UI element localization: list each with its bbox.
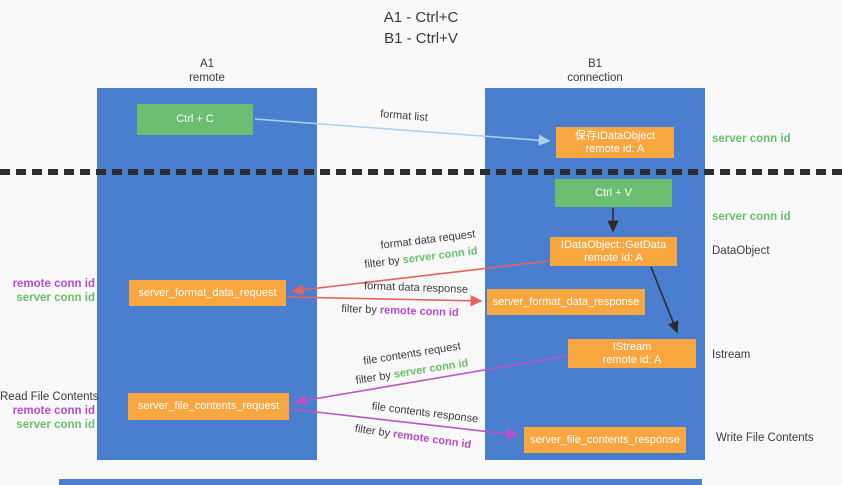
label-istream: Istream <box>712 349 751 361</box>
server-file-contents-request-box: server_file_contents_request <box>128 393 289 420</box>
filter-prefix: filter by <box>354 422 394 441</box>
format-response-label: server_format_data_response <box>492 295 640 308</box>
istream-line2: remote id: A <box>602 353 662 366</box>
ctrl-c-label: Ctrl + C <box>176 113 214 125</box>
title-line-2: B1 - Ctrl+V <box>384 30 458 47</box>
server-file-contents-response-box: server_file_contents_response <box>524 427 686 453</box>
file-request-label: server_file_contents_request <box>137 400 280 412</box>
istream-box: IStream remote id: A <box>568 339 696 368</box>
label-server-conn-id-left-1: server conn id <box>16 292 95 304</box>
filter-prefix: filter by <box>363 254 404 271</box>
filter-value-remote-conn-id: remote conn id <box>392 428 472 452</box>
label-server-conn-id-right-1: server conn id <box>712 133 791 145</box>
format-request-label: server_format_data_request <box>138 286 277 299</box>
istream-line1: IStream <box>612 340 652 353</box>
title-line-1: A1 - Ctrl+C <box>383 9 459 26</box>
label-server-conn-id-left-2: server conn id <box>16 419 95 431</box>
file-response-label: server_file_contents_response <box>530 433 680 446</box>
label-file-contents-response: file contents response <box>371 400 479 426</box>
getdata-line2: remote id: A <box>584 251 643 264</box>
label-dataobject: DataObject <box>712 245 770 257</box>
server-format-data-request-box: server_format_data_request <box>129 280 286 306</box>
filter-value-server-conn-id: server conn id <box>402 245 479 267</box>
label-remote-conn-id-left-2: remote conn id <box>12 405 95 417</box>
ctrl-v-label: Ctrl + V <box>595 186 632 199</box>
label-server-conn-id-right-2: server conn id <box>712 211 791 223</box>
label-format-list: format list <box>379 108 429 124</box>
server-format-data-response-box: server_format_data_response <box>487 289 645 315</box>
label-filter-by-remote-conn-2: filter by remote conn id <box>354 423 472 451</box>
column-b1-header: B1 connection <box>485 57 705 85</box>
save-idataobject-box: 保存IDataObject remote id: A <box>556 127 674 158</box>
label-write-file-contents: Write File Contents <box>716 432 814 444</box>
column-a1-id: A1 <box>199 58 215 70</box>
filter-value-remote-conn-id: remote conn id <box>379 304 459 320</box>
label-remote-conn-id-left-1: remote conn id <box>12 278 95 290</box>
diagram-title: A1 - Ctrl+C B1 - Ctrl+V <box>0 7 842 49</box>
label-filter-by-remote-conn-1: filter by remote conn id <box>341 303 459 319</box>
filter-prefix: filter by <box>354 368 395 387</box>
filter-prefix: filter by <box>341 302 381 317</box>
label-format-data-response: format data response <box>363 280 469 296</box>
getdata-line1: IDataObject::GetData <box>560 238 667 251</box>
ctrl-v-box: Ctrl + V <box>555 179 672 207</box>
save-idataobject-line1: 保存IDataObject <box>574 129 656 142</box>
bottom-partial-bar <box>59 479 702 485</box>
column-b1-id: B1 <box>587 58 603 70</box>
column-b1-subtitle: connection <box>567 72 623 84</box>
session-divider-dashed-line <box>0 169 842 175</box>
ctrl-c-box: Ctrl + C <box>137 104 253 135</box>
label-read-file-contents: Read File Contents <box>0 391 99 403</box>
column-a1-subtitle: remote <box>189 72 225 84</box>
idataobject-getdata-box: IDataObject::GetData remote id: A <box>550 237 677 266</box>
column-a1-header: A1 remote <box>97 57 317 85</box>
save-idataobject-line2: remote id: A <box>585 142 645 155</box>
